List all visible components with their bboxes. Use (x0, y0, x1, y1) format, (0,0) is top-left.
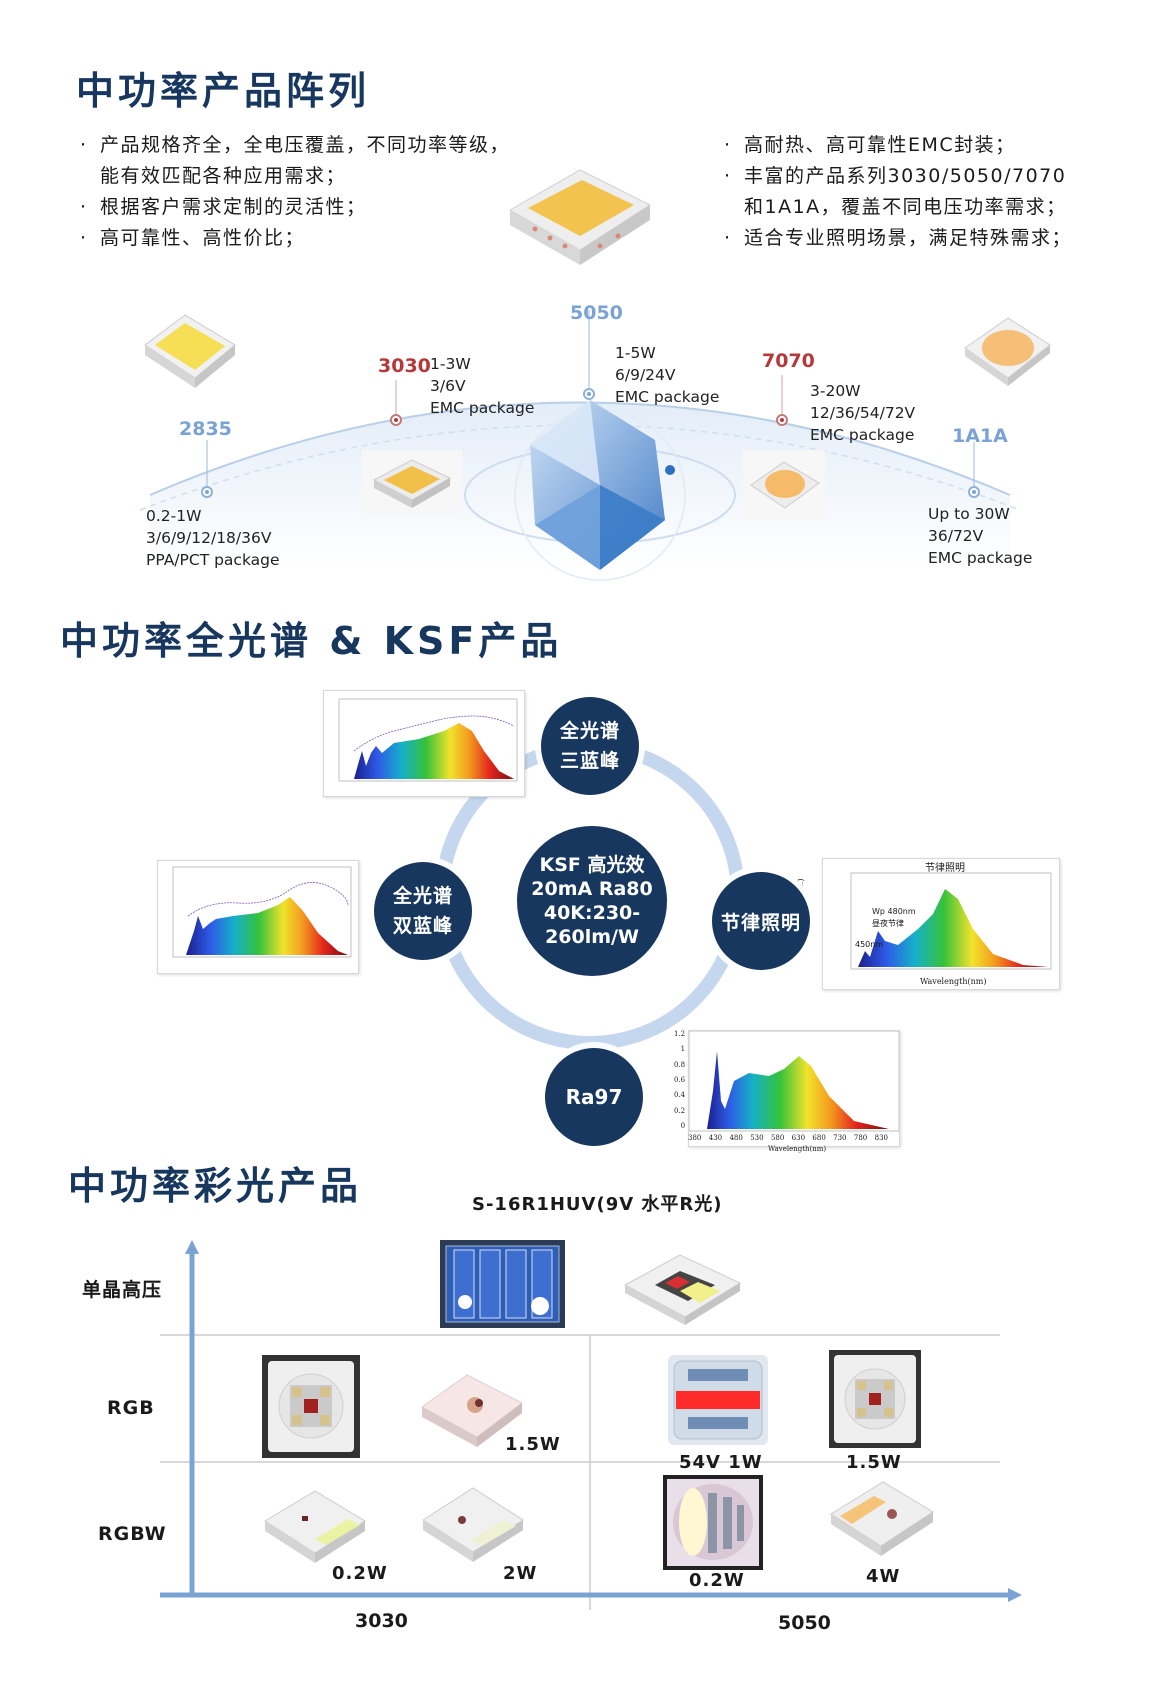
col-label-5050: 5050 (778, 1612, 831, 1634)
rgbw-5050-b-image (830, 1481, 934, 1556)
color-product-grid (160, 1240, 1022, 1610)
center-ksf-circle: KSF 高光效 20mA Ra80 40K:230- 260lm/W (517, 826, 667, 976)
bullet-item: 根据客户需求定制的灵活性； (78, 192, 510, 223)
power-rgb-5050: 1.5W (846, 1452, 902, 1473)
bullet-item: 适合专业照明场景，满足特殊需求； (722, 223, 1072, 254)
spec-7070: 3-20W 12/36/54/72V EMC package (810, 382, 916, 444)
power-rgbw-5050-b: 4W (866, 1566, 901, 1587)
rgbw-3030-b-image (422, 1487, 524, 1562)
spectrum-chart-three-blue-peak (323, 690, 525, 797)
row-label-rgbw: RGBW (98, 1523, 167, 1545)
product-subtitle: S-16R1HUV(9V 水平R光) (472, 1194, 723, 1215)
rhythm-chart-xlabel: Wavelength(nm) (920, 977, 987, 986)
bullet-item: 高可靠性、高性价比； (78, 223, 510, 254)
rhythm-chart-annotation-circadian: 昼夜节律 (872, 919, 904, 928)
spec-5050: 1-5W 6/9/24V EMC package (615, 344, 720, 406)
rgbw-5050-a-image (663, 1475, 763, 1570)
spectrum-chart-dual-blue-peak (157, 860, 359, 974)
left-bullet-list: 产品规格齐全，全电压覆盖，不同功率等级， 能有效匹配各种应用需求； 根据客户需求… (78, 130, 510, 254)
spec-1a1a: Up to 30W 36/72V EMC package (928, 505, 1033, 567)
rhythm-chart-title: 节律照明 (925, 863, 965, 874)
rgb-3030-package-image (421, 1374, 523, 1447)
model-label-5050: 5050 (570, 302, 623, 324)
power-rgbw-5050-a: 0.2W (689, 1570, 745, 1591)
rgb-3030-top-image (262, 1355, 360, 1458)
right-bullet-list: 高耐热、高可靠性EMC封装； 丰富的产品系列3030/5050/7070 和1A… (722, 130, 1072, 254)
bullet-item: 产品规格齐全，全电压覆盖，不同功率等级， (78, 130, 510, 161)
rgbw-3030-a-image (264, 1490, 366, 1563)
bullet-item: 和1A1A，覆盖不同电压功率需求； (744, 196, 1067, 218)
rgb-5050-54v-image (668, 1355, 768, 1445)
node-dual-blue-peak: 全光谱 双蓝峰 (374, 862, 472, 960)
spec-2835: 0.2-1W 3/6/9/12/18/36V PPA/PCT package (146, 507, 280, 569)
spec-3030: 1-3W 3/6V EMC package (430, 355, 535, 417)
power-rgb-5050-54v: 54V 1W (679, 1452, 763, 1473)
node-rhythm-lighting: 节律照明 (712, 872, 810, 970)
model-label-2835: 2835 (179, 418, 232, 440)
led-7070-image (743, 450, 825, 520)
bullet-item: 高耐热、高可靠性EMC封装； (722, 130, 1072, 161)
rhythm-chart-annotation-450: 450nm (855, 940, 884, 949)
rgb-5050-top-image (829, 1350, 921, 1448)
led-3030-image (362, 450, 462, 515)
row-label-rgb: RGB (107, 1397, 155, 1419)
model-label-7070: 7070 (762, 350, 815, 372)
spectrum-chart-rhythm (822, 858, 1060, 990)
power-rgb-3030: 1.5W (505, 1434, 561, 1455)
led-1a1a-image (964, 317, 1051, 386)
section3-title: 中功率彩光产品 (68, 1164, 363, 1208)
rhythm-chart-annotation-wp: Wp 480nm (872, 907, 916, 916)
node-ra97: Ra97 (545, 1048, 643, 1146)
bullet-item: 丰富的产品系列3030/5050/7070 (722, 161, 1072, 192)
power-rgbw-3030-a: 0.2W (332, 1563, 388, 1584)
led-2835-image (144, 314, 236, 388)
bullet-item: 能有效匹配各种应用需求； (100, 165, 347, 187)
node-three-blue-peak: 全光谱 三蓝峰 (541, 697, 639, 795)
ra97-chart-xlabel: Wavelength(nm) (768, 1145, 827, 1153)
hv-5050-package-image (623, 1254, 742, 1325)
row-label-single-high-voltage: 单晶高压 (82, 1279, 163, 1301)
model-label-1a1a: 1A1A (952, 425, 1008, 447)
section1-title: 中功率产品阵列 (76, 69, 371, 113)
col-label-3030: 3030 (355, 1610, 408, 1632)
section2-title: 中功率全光谱 & KSF产品 (60, 619, 563, 663)
hv-chip-die-image (440, 1240, 565, 1328)
model-label-3030: 3030 (378, 355, 431, 377)
power-rgbw-3030-b: 2W (503, 1563, 538, 1584)
spectrum-chart-ra97 (688, 1030, 900, 1147)
led-5050-large-image (508, 169, 652, 265)
product-arc-diagram (139, 310, 1021, 581)
